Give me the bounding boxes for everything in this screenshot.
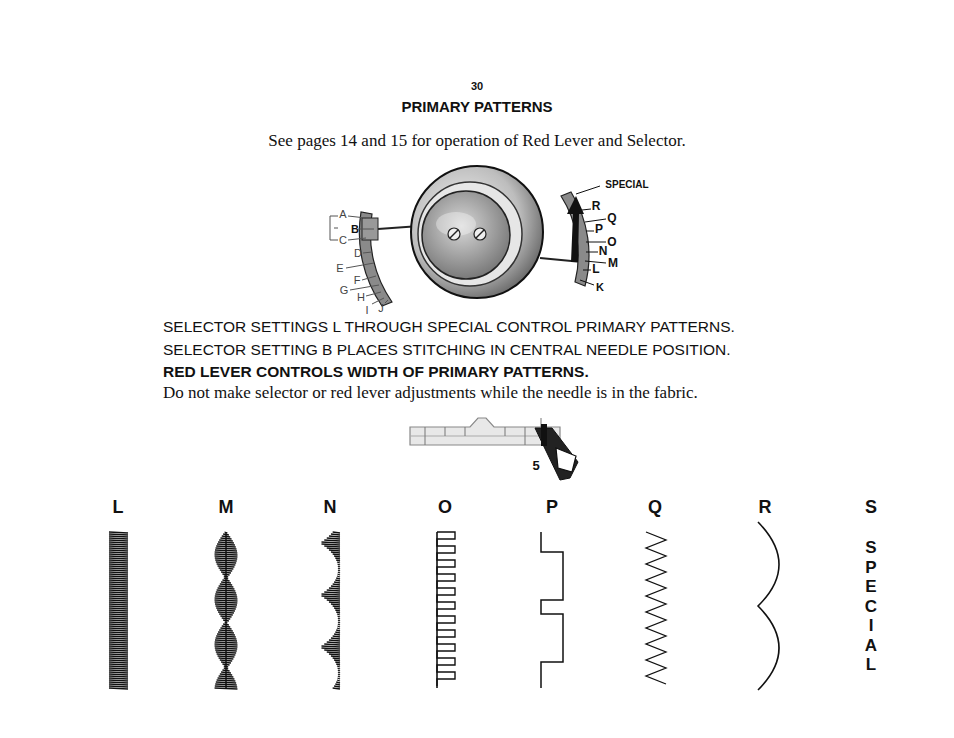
- pattern-l: [109, 532, 128, 689]
- pattern-letter: Q: [648, 498, 662, 518]
- dial-letter: O: [607, 236, 616, 249]
- pattern-letter: M: [219, 498, 234, 518]
- pattern-n: [321, 532, 340, 689]
- dial-letter: M: [608, 257, 618, 270]
- dial-letter: A: [339, 208, 346, 220]
- dial-letter: B: [351, 223, 359, 235]
- dial-letter: K: [596, 281, 604, 293]
- pattern-letter: N: [324, 498, 337, 518]
- pattern-m-core: [225, 532, 227, 688]
- stitch-patterns: [109, 522, 779, 690]
- pattern-q: [646, 532, 666, 684]
- page-title: PRIMARY PATTERNS: [401, 99, 552, 116]
- pattern-letter: P: [546, 498, 558, 518]
- pattern-letter: L: [113, 498, 124, 518]
- dial-letter: Q: [607, 212, 616, 225]
- special-label: SPECIAL: [864, 538, 877, 675]
- dial-letter: I: [365, 304, 368, 316]
- instruction-text: Do not make selector or red lever adjust…: [163, 384, 698, 403]
- dial-letter: J: [378, 302, 384, 314]
- instruction-text: SELECTOR SETTINGS L THROUGH SPECIAL CONT…: [163, 318, 735, 335]
- instruction-text: SELECTOR SETTING B PLACES STITCHING IN C…: [163, 341, 731, 358]
- pattern-o-edge: [436, 532, 438, 688]
- dial-letter: C: [339, 234, 347, 246]
- dial-letter: P: [595, 223, 603, 236]
- pattern-letter: O: [438, 498, 452, 518]
- page-number: 30: [471, 80, 483, 92]
- pattern-letter: R: [759, 498, 772, 518]
- pattern-o: [437, 532, 455, 686]
- width-lever: [410, 418, 578, 480]
- dial-letter: R: [592, 200, 601, 213]
- dial-letter: G: [340, 284, 349, 296]
- instruction-text: See pages 14 and 15 for operation of Red…: [268, 132, 685, 151]
- pattern-p: [541, 532, 563, 688]
- dial-letter: D: [354, 247, 362, 259]
- dial-letter: H: [357, 291, 365, 303]
- pattern-letter: S: [865, 498, 877, 518]
- instruction-text: RED LEVER CONTROLS WIDTH OF PRIMARY PATT…: [163, 363, 589, 380]
- dial-letter: SPECIAL: [605, 179, 648, 190]
- dial-letter: F: [354, 274, 361, 286]
- dial-letter: L: [592, 263, 599, 276]
- pattern-m: [215, 532, 238, 689]
- selector-dial: [330, 166, 606, 306]
- dial-letter: E: [336, 262, 343, 274]
- pattern-r: [758, 522, 779, 690]
- lever-setting: 5: [532, 459, 539, 473]
- dial-letter: N: [599, 245, 608, 258]
